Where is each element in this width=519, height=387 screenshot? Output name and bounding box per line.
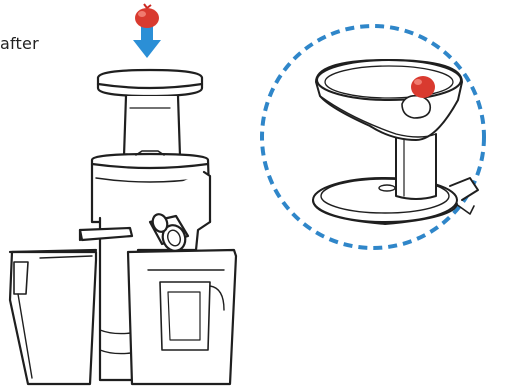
detail-callout <box>262 26 484 248</box>
down-arrow-icon <box>133 40 161 58</box>
hopper-detail-illustration <box>313 60 478 224</box>
tomato-icon <box>411 76 435 98</box>
insert-direction-arrow <box>133 26 161 58</box>
tomato-icon <box>135 4 159 28</box>
juicer-illustration <box>10 70 236 384</box>
feed-tube <box>124 96 180 156</box>
hopper-lid <box>98 70 202 96</box>
arrow-shaft <box>141 26 153 42</box>
juice-container <box>10 250 96 384</box>
pulp-container <box>128 250 236 384</box>
